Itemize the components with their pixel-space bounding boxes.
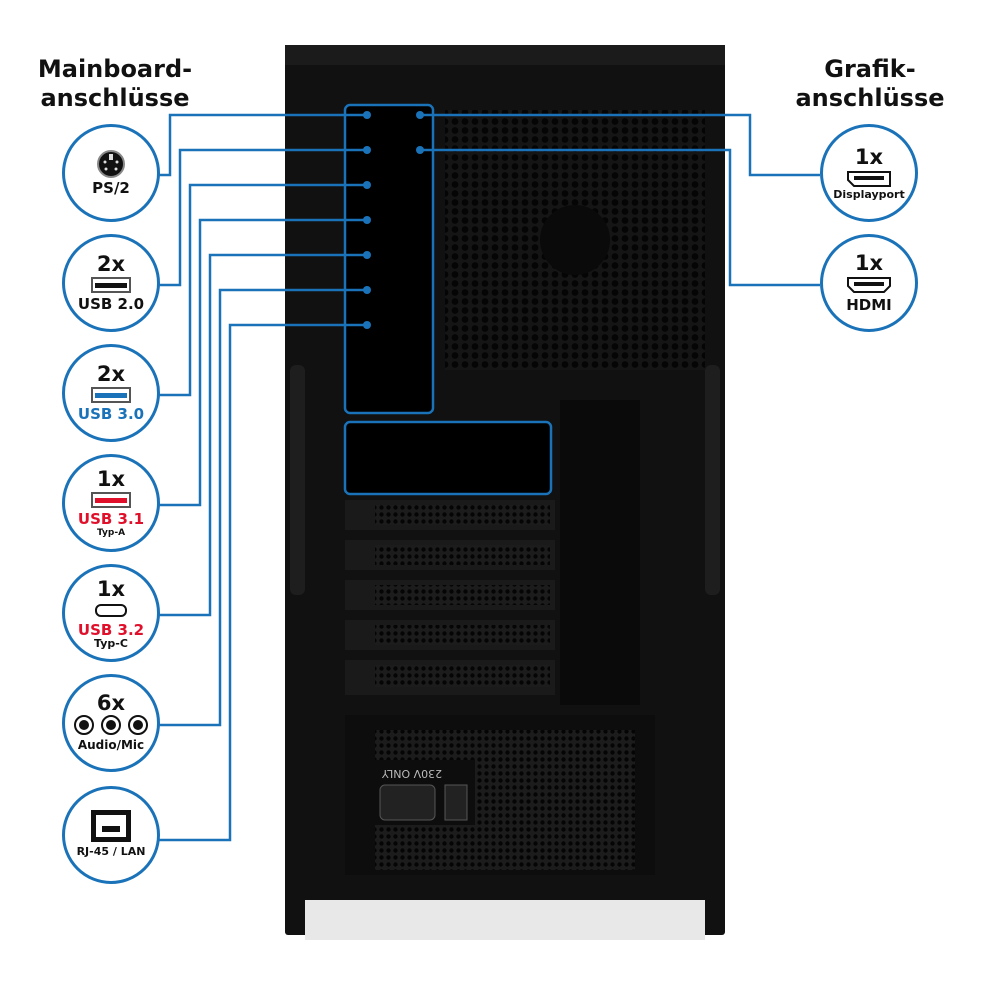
psu-label: 230V ONLY — [382, 767, 443, 780]
graphics-heading: Grafik- anschlüsse — [795, 55, 945, 113]
usb-c-icon — [95, 603, 127, 617]
port-label: HDMI — [846, 296, 892, 314]
port-usb20: 2x USB 2.0 — [62, 234, 160, 332]
port-audio: 6x Audio/Mic — [62, 674, 160, 772]
port-count: 2x — [96, 252, 126, 276]
port-count: 1x — [854, 145, 884, 169]
port-usb31: 1x USB 3.1 Typ-A — [62, 454, 160, 552]
port-sublabel: Typ-C — [94, 636, 128, 650]
io-shield — [345, 105, 433, 413]
port-label: USB 3.0 — [77, 405, 145, 423]
heading-line: Mainboard- — [37, 55, 193, 83]
port-displayport: 1x Displayport — [820, 124, 918, 222]
port-label: Audio/Mic — [77, 738, 145, 752]
port-label: PS/2 — [92, 179, 130, 197]
port-usb32: 1x USB 3.2 Typ-C — [62, 564, 160, 662]
displayport-icon — [847, 171, 891, 187]
port-count: 2x — [96, 362, 126, 386]
heading-line: anschlüsse — [795, 84, 945, 112]
rj45-icon — [91, 810, 131, 842]
hdmi-icon — [847, 277, 891, 293]
power-socket — [379, 784, 436, 821]
port-usb30: 2x USB 3.0 — [62, 344, 160, 442]
mainboard-heading: Mainboard- anschlüsse — [30, 55, 200, 113]
audio-jack-icon — [74, 715, 148, 735]
heading-line: Grafik- — [824, 55, 916, 83]
port-label: USB 2.0 — [77, 295, 145, 313]
port-label: USB 3.1 — [77, 510, 145, 528]
heading-line: anschlüsse — [40, 84, 190, 112]
port-sublabel: Typ-A — [96, 528, 126, 538]
port-count: 1x — [854, 251, 884, 275]
ps2-icon — [97, 150, 125, 178]
port-label: Displayport — [833, 188, 905, 201]
power-switch — [444, 784, 468, 821]
port-count: 1x — [96, 467, 126, 491]
expansion-slots — [345, 500, 555, 695]
usb-a-icon — [91, 387, 131, 403]
port-count: 6x — [96, 691, 126, 715]
connector-lines — [158, 103, 820, 842]
port-ps2: PS/2 — [62, 124, 160, 222]
usb-a-icon — [91, 492, 131, 508]
usb-a-icon — [91, 277, 131, 293]
port-label: RJ-45 / LAN — [76, 845, 146, 858]
port-lan: RJ-45 / LAN — [62, 786, 160, 884]
port-label: USB 3.2 — [77, 620, 145, 639]
port-hdmi: 1x HDMI — [820, 234, 918, 332]
port-count: 1x — [96, 576, 126, 601]
